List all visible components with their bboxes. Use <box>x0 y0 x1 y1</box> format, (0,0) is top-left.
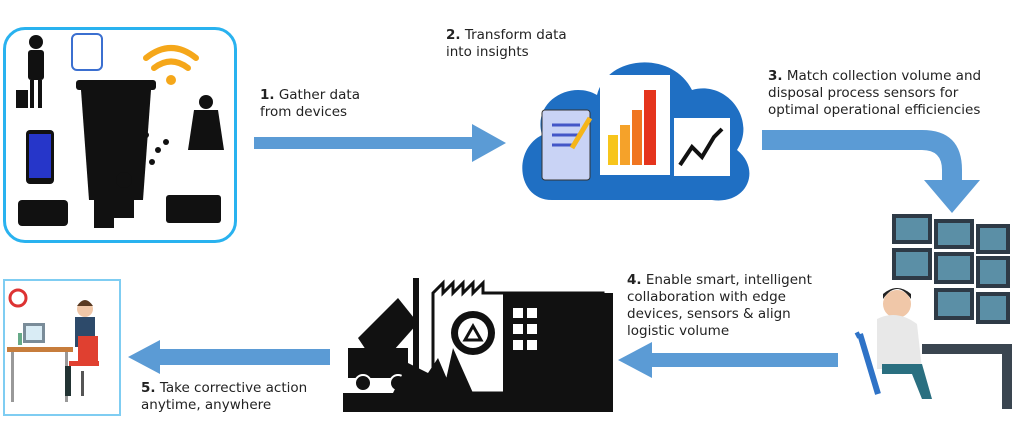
step-text: Gather data <box>278 87 360 103</box>
step-text: Transform data <box>464 27 567 43</box>
step-text: Match collection volume and <box>786 68 982 84</box>
step-text: from devices <box>260 104 348 120</box>
arrow-curve-down-3 <box>762 130 980 213</box>
step-5-label: 5. Take corrective action anytime, anywh… <box>141 380 307 414</box>
step-text: into insights <box>446 44 529 60</box>
step-text: 4. <box>627 272 642 288</box>
step-1-label: 1. Gather data from devices <box>260 87 360 121</box>
step-text: devices, sensors & align <box>627 306 791 322</box>
step-text: logistic volume <box>627 323 730 339</box>
step-text: Enable smart, intelligent <box>645 272 812 288</box>
devices-illustration <box>3 27 237 243</box>
recycling-plant-illustration <box>343 278 613 412</box>
step-text: disposal process sensors for <box>768 85 959 101</box>
remote-worker-illustration <box>3 279 121 416</box>
step-text: Take corrective action <box>159 380 308 396</box>
step-4-label: 4. Enable smart, intelligent collaborati… <box>627 272 812 340</box>
cloud-analytics-illustration <box>522 62 750 201</box>
control-room-operator-illustration <box>854 214 1012 409</box>
step-2-label: 2. Transform data into insights <box>446 27 567 61</box>
step-text: optimal operational efficiencies <box>768 102 981 118</box>
step-text: 5. <box>141 380 156 396</box>
step-text: 3. <box>768 68 783 84</box>
step-number: 1. <box>260 87 275 103</box>
step-3-label: 3. Match collection volume and disposal … <box>768 68 981 119</box>
step-text: anytime, anywhere <box>141 397 272 413</box>
step-text: 2. <box>446 27 461 43</box>
arrow-left-5 <box>128 340 330 374</box>
step-text: collaboration with edge <box>627 289 786 305</box>
arrow-left-4 <box>618 342 838 378</box>
arrow-right-1 <box>254 124 506 162</box>
